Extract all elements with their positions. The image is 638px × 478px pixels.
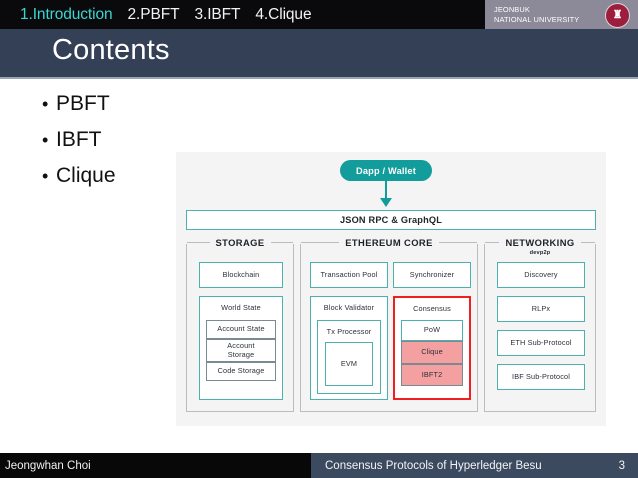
box-evm: EVM	[325, 342, 373, 386]
box-code-storage: Code Storage	[206, 362, 276, 381]
section-storage-caption: STORAGE	[187, 237, 293, 248]
university-logo-block: JEONBUK NATIONAL UNIVERSITY ♜	[485, 0, 638, 29]
dapp-wallet-node: Dapp / Wallet	[340, 160, 432, 181]
box-rlpx: RLPx	[497, 296, 585, 322]
footer-author-bar: Jeongwhan Choi	[0, 453, 311, 478]
bullet-marker-icon: •	[42, 166, 49, 186]
section-ethereum-core-caption: ETHEREUM CORE	[301, 237, 477, 248]
emblem-glyph: ♜	[612, 9, 623, 21]
section-networking: NETWORKING devp2p Discovery RLPx ETH Sub…	[484, 237, 596, 412]
box-synchronizer: Synchronizer	[393, 262, 471, 288]
box-clique: Clique	[401, 341, 463, 364]
bullet-label: PBFT	[56, 92, 110, 115]
box-eth-sub-protocol: ETH Sub-Protocol	[497, 330, 585, 356]
box-account-state: Account State	[206, 320, 276, 339]
nav-item-clique[interactable]: 4.Clique	[255, 5, 312, 23]
arrow-down-icon	[380, 181, 392, 207]
university-name: JEONBUK NATIONAL UNIVERSITY	[494, 5, 580, 24]
footer-title-bar: Consensus Protocols of Hyperledger Besu …	[311, 453, 638, 478]
list-item: • IBFT	[42, 128, 182, 152]
footer-page-number: 3	[618, 459, 625, 472]
top-navigation-bar: 1.Introduction 2.PBFT 3.IBFT 4.Clique JE…	[0, 0, 638, 29]
besu-architecture-diagram: Dapp / Wallet JSON RPC & GraphQL STORAGE…	[176, 152, 606, 426]
slide-title-band: Contents	[0, 29, 638, 79]
footer-author: Jeongwhan Choi	[5, 459, 91, 472]
section-networking-subtitle: devp2p	[529, 250, 551, 256]
section-networking-caption: NETWORKING	[485, 237, 596, 248]
university-emblem-icon: ♜	[605, 3, 630, 28]
section-networking-title: NETWORKING	[499, 237, 581, 248]
box-ibf-sub-protocol: IBF Sub-Protocol	[497, 364, 585, 390]
nav-item-ibft[interactable]: 3.IBFT	[194, 5, 241, 23]
list-item: • PBFT	[42, 92, 182, 116]
box-account-storage: Account Storage	[206, 339, 276, 362]
section-ethereum-core-title: ETHEREUM CORE	[339, 237, 439, 248]
box-pow: PoW	[401, 320, 463, 341]
nav-item-introduction[interactable]: 1.Introduction	[20, 5, 113, 23]
bullet-label: Clique	[56, 164, 116, 187]
section-storage: STORAGE Blockchain World State Account S…	[186, 237, 294, 412]
nav-item-pbft[interactable]: 2.PBFT	[127, 5, 180, 23]
box-blockchain: Blockchain	[199, 262, 283, 288]
contents-bullet-list: • PBFT • IBFT • Clique	[42, 92, 182, 200]
bullet-label: IBFT	[56, 128, 102, 151]
section-ethereum-core: ETHEREUM CORE Transaction Pool Synchroni…	[300, 237, 478, 412]
title-underline-divider	[0, 77, 638, 79]
bullet-marker-icon: •	[42, 130, 49, 150]
box-ibft2: IBFT2	[401, 364, 463, 386]
json-rpc-graphql-bar: JSON RPC & GraphQL	[186, 210, 596, 230]
bullet-marker-icon: •	[42, 94, 49, 114]
page-title: Contents	[52, 34, 170, 66]
list-item: • Clique	[42, 164, 182, 188]
section-storage-title: STORAGE	[209, 237, 271, 248]
footer-deck-title: Consensus Protocols of Hyperledger Besu	[325, 459, 542, 472]
box-transaction-pool: Transaction Pool	[310, 262, 388, 288]
nav-item-list: 1.Introduction 2.PBFT 3.IBFT 4.Clique	[0, 5, 312, 24]
box-discovery: Discovery	[497, 262, 585, 288]
